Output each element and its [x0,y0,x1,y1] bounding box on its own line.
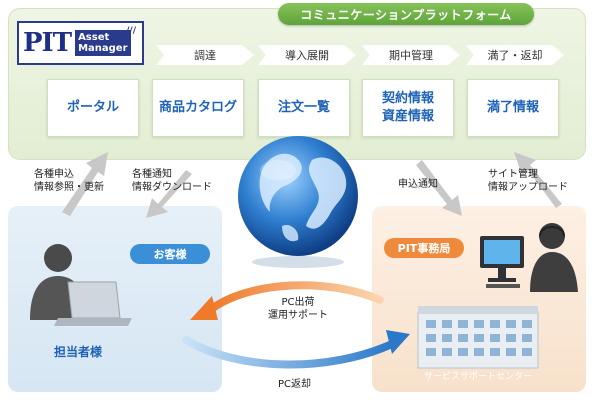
label-site-management-upload: サイト管理 情報アップロード [488,169,568,193]
stage-procurement: 調達 [156,45,254,65]
logo-line-asset: Asset [78,32,110,43]
arrow-down-right-icon [416,160,462,216]
label-applications-update: 各種申込 情報参照・更新 [34,169,104,193]
box-product-catalog: 商品カタログ [152,79,244,137]
building-icon [417,306,539,369]
box-portal: ポータル [47,79,139,137]
stage-expiry-return: 満了・返却 [466,45,564,65]
stage-deployment: 導入展開 [258,45,356,65]
office-badge: PIT事務局 [384,238,464,258]
pc-shipment-arrow [190,281,384,320]
pc-return-arrow [182,330,410,369]
service-support-center-label: サービスサポートセンター [424,372,533,382]
logo-line-manager: Manager [78,43,128,54]
platform-title: コミュニケーションプラットフォーム [278,3,534,25]
stage-term-management: 期中管理 [362,45,460,65]
globe-icon [238,136,358,268]
logo-asset-manager: Asset Manager [75,30,131,56]
label-application-notice: 申込通知 [398,179,438,190]
pc-return-label: PC返却 [278,379,312,390]
monitor-icon [480,236,524,288]
logo-accent-icon: /// [126,26,136,36]
pc-shipment-label: PC出荷 運用サポート [268,297,328,321]
operator-person-icon [530,223,578,292]
customer-badge: お客様 [130,244,210,264]
pit-asset-manager-logo: PIT Asset Manager /// [17,21,144,65]
arrow-up-left-icon [62,152,108,216]
person-in-charge-label: 担当者様 [54,345,103,359]
arrow-down-left-icon [146,170,192,218]
label-notifications-download: 各種通知 情報ダウンロード [132,169,212,193]
logo-pit: PIT [23,28,72,58]
laptop-icon [54,281,132,326]
box-contract-asset-info: 契約情報 資産情報 [362,79,454,137]
box-order-list: 注文一覧 [258,79,350,137]
box-expiry-info: 満了情報 [467,79,559,137]
arrow-up-right-icon [514,152,562,208]
